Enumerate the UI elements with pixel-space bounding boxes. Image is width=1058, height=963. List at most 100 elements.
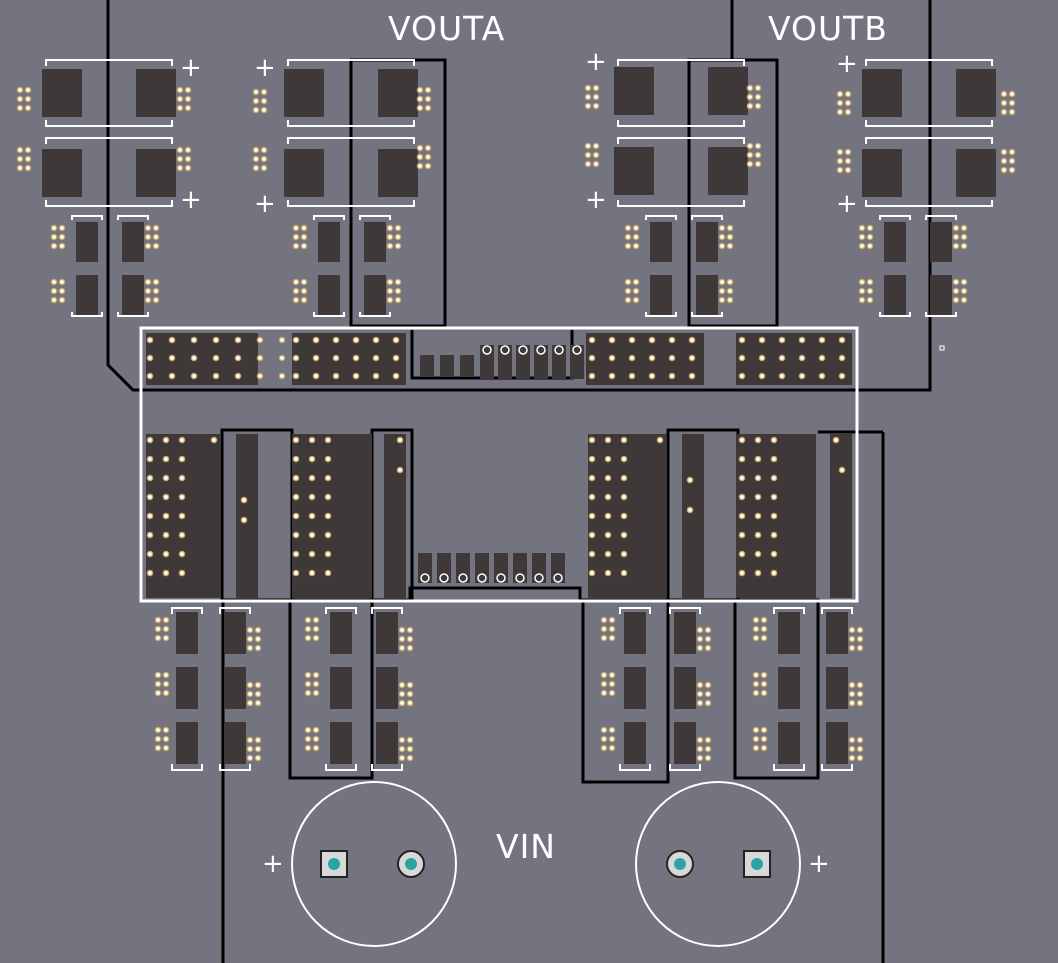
via [184, 164, 192, 172]
via [304, 671, 312, 679]
silk-bracket [287, 137, 415, 144]
via [260, 97, 268, 105]
via [254, 754, 262, 762]
via [176, 164, 184, 172]
via [738, 455, 746, 463]
via [848, 681, 856, 689]
via [312, 354, 320, 362]
cap-pad [330, 667, 352, 709]
ic-pin [513, 553, 527, 583]
pin-marker [482, 345, 492, 355]
via [168, 372, 176, 380]
via [844, 99, 852, 107]
via [588, 569, 596, 577]
cap-pad [696, 275, 718, 315]
via [600, 689, 608, 697]
via [836, 99, 844, 107]
via [592, 160, 600, 168]
input-capacitors [291, 781, 801, 947]
via [162, 569, 170, 577]
via [960, 233, 968, 241]
via [372, 372, 380, 380]
cap-pad [930, 275, 952, 315]
silk-bracket [773, 607, 805, 614]
label-voutb: VOUTB [768, 9, 888, 48]
via [632, 224, 640, 232]
via [856, 644, 864, 652]
via [16, 146, 24, 154]
via [394, 233, 402, 241]
via [398, 745, 406, 753]
inductor-pad [614, 67, 654, 115]
inductor-pad [136, 69, 176, 117]
via [588, 474, 596, 482]
silk-bracket [865, 200, 993, 207]
via [178, 569, 186, 577]
via [818, 354, 826, 362]
pin-marker [518, 345, 528, 355]
via [726, 233, 734, 241]
via [324, 569, 332, 577]
via [844, 148, 852, 156]
via [844, 166, 852, 174]
trace-vouta-left [106, 0, 575, 392]
inductor-pad [42, 69, 82, 117]
via [178, 512, 186, 520]
via [752, 689, 760, 697]
via [620, 455, 628, 463]
via [588, 531, 596, 539]
via [604, 512, 612, 520]
via [718, 242, 726, 250]
via [162, 726, 170, 734]
via [372, 354, 380, 362]
via [760, 671, 768, 679]
via [50, 242, 58, 250]
via [162, 689, 170, 697]
silk-bracket [359, 312, 391, 317]
via [604, 493, 612, 501]
via [848, 754, 856, 762]
cap-pad [376, 667, 398, 709]
via [254, 690, 262, 698]
via [416, 153, 424, 161]
via [292, 296, 300, 304]
via [162, 531, 170, 539]
via [688, 372, 696, 380]
via [1000, 108, 1008, 116]
via [858, 287, 866, 295]
via [778, 354, 786, 362]
via [718, 233, 726, 241]
cap-pad [778, 667, 800, 709]
via [398, 644, 406, 652]
via [312, 671, 320, 679]
via [154, 726, 162, 734]
via [162, 436, 170, 444]
pin-marker [536, 345, 546, 355]
via [752, 625, 760, 633]
via [836, 108, 844, 116]
via [292, 531, 300, 539]
via [778, 336, 786, 344]
via [1000, 99, 1008, 107]
via [584, 151, 592, 159]
via [752, 634, 760, 642]
via [696, 681, 704, 689]
pin-marker [554, 345, 564, 355]
via [292, 474, 300, 482]
via [754, 493, 762, 501]
via [304, 744, 312, 752]
via [592, 142, 600, 150]
plus-marker: + [585, 47, 607, 77]
via [592, 93, 600, 101]
via [176, 146, 184, 154]
via [252, 146, 260, 154]
via [144, 242, 152, 250]
via [252, 88, 260, 96]
via [178, 531, 186, 539]
via [608, 616, 616, 624]
via [588, 336, 596, 344]
via [184, 86, 192, 94]
via [152, 278, 160, 286]
via [162, 625, 170, 633]
